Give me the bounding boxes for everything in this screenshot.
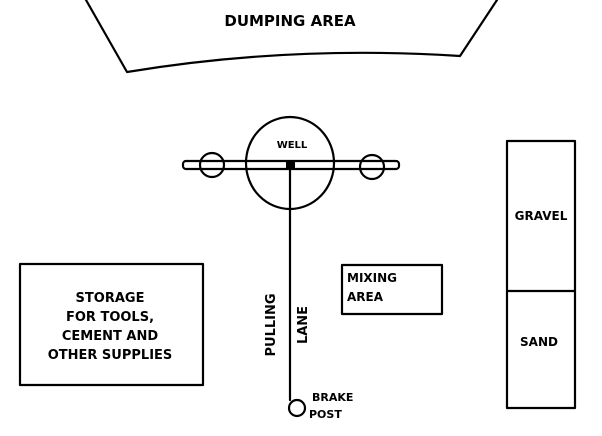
storage-label-4: OTHER SUPPLIES bbox=[48, 348, 173, 363]
gravel-sand-bins: GRAVEL SAND bbox=[505, 139, 577, 410]
gravel-label: GRAVEL bbox=[515, 209, 568, 223]
mixing-area: MIXING AREA bbox=[340, 263, 444, 316]
brake-post: BRAKE POST bbox=[287, 391, 353, 421]
dumping-area-label: DUMPING AREA bbox=[224, 12, 356, 30]
windlass-wheel-left bbox=[198, 151, 226, 179]
well-label: WELL bbox=[277, 140, 308, 151]
pulling-lane: PULLING LANE bbox=[264, 167, 311, 402]
mixing-area-label-2: AREA bbox=[347, 290, 384, 304]
mixing-area-label-1: MIXING bbox=[347, 271, 397, 285]
lane-label: LANE bbox=[296, 306, 311, 344]
dumping-area: DUMPING AREA bbox=[84, 0, 499, 74]
storage-label-1: STORAGE bbox=[76, 291, 145, 306]
pulling-label: PULLING bbox=[264, 293, 279, 356]
sand-label: SAND bbox=[520, 335, 558, 349]
brake-post-label-1: BRAKE bbox=[312, 391, 353, 404]
storage-label-2: FOR TOOLS, bbox=[66, 310, 154, 325]
brake-post-label-2: POST bbox=[309, 408, 342, 421]
storage-label-3: CEMENT AND bbox=[62, 329, 158, 344]
storage-area: STORAGE FOR TOOLS, CEMENT AND OTHER SUPP… bbox=[18, 262, 205, 387]
windlass-center bbox=[286, 161, 295, 169]
windlass-wheel-right bbox=[358, 153, 386, 181]
